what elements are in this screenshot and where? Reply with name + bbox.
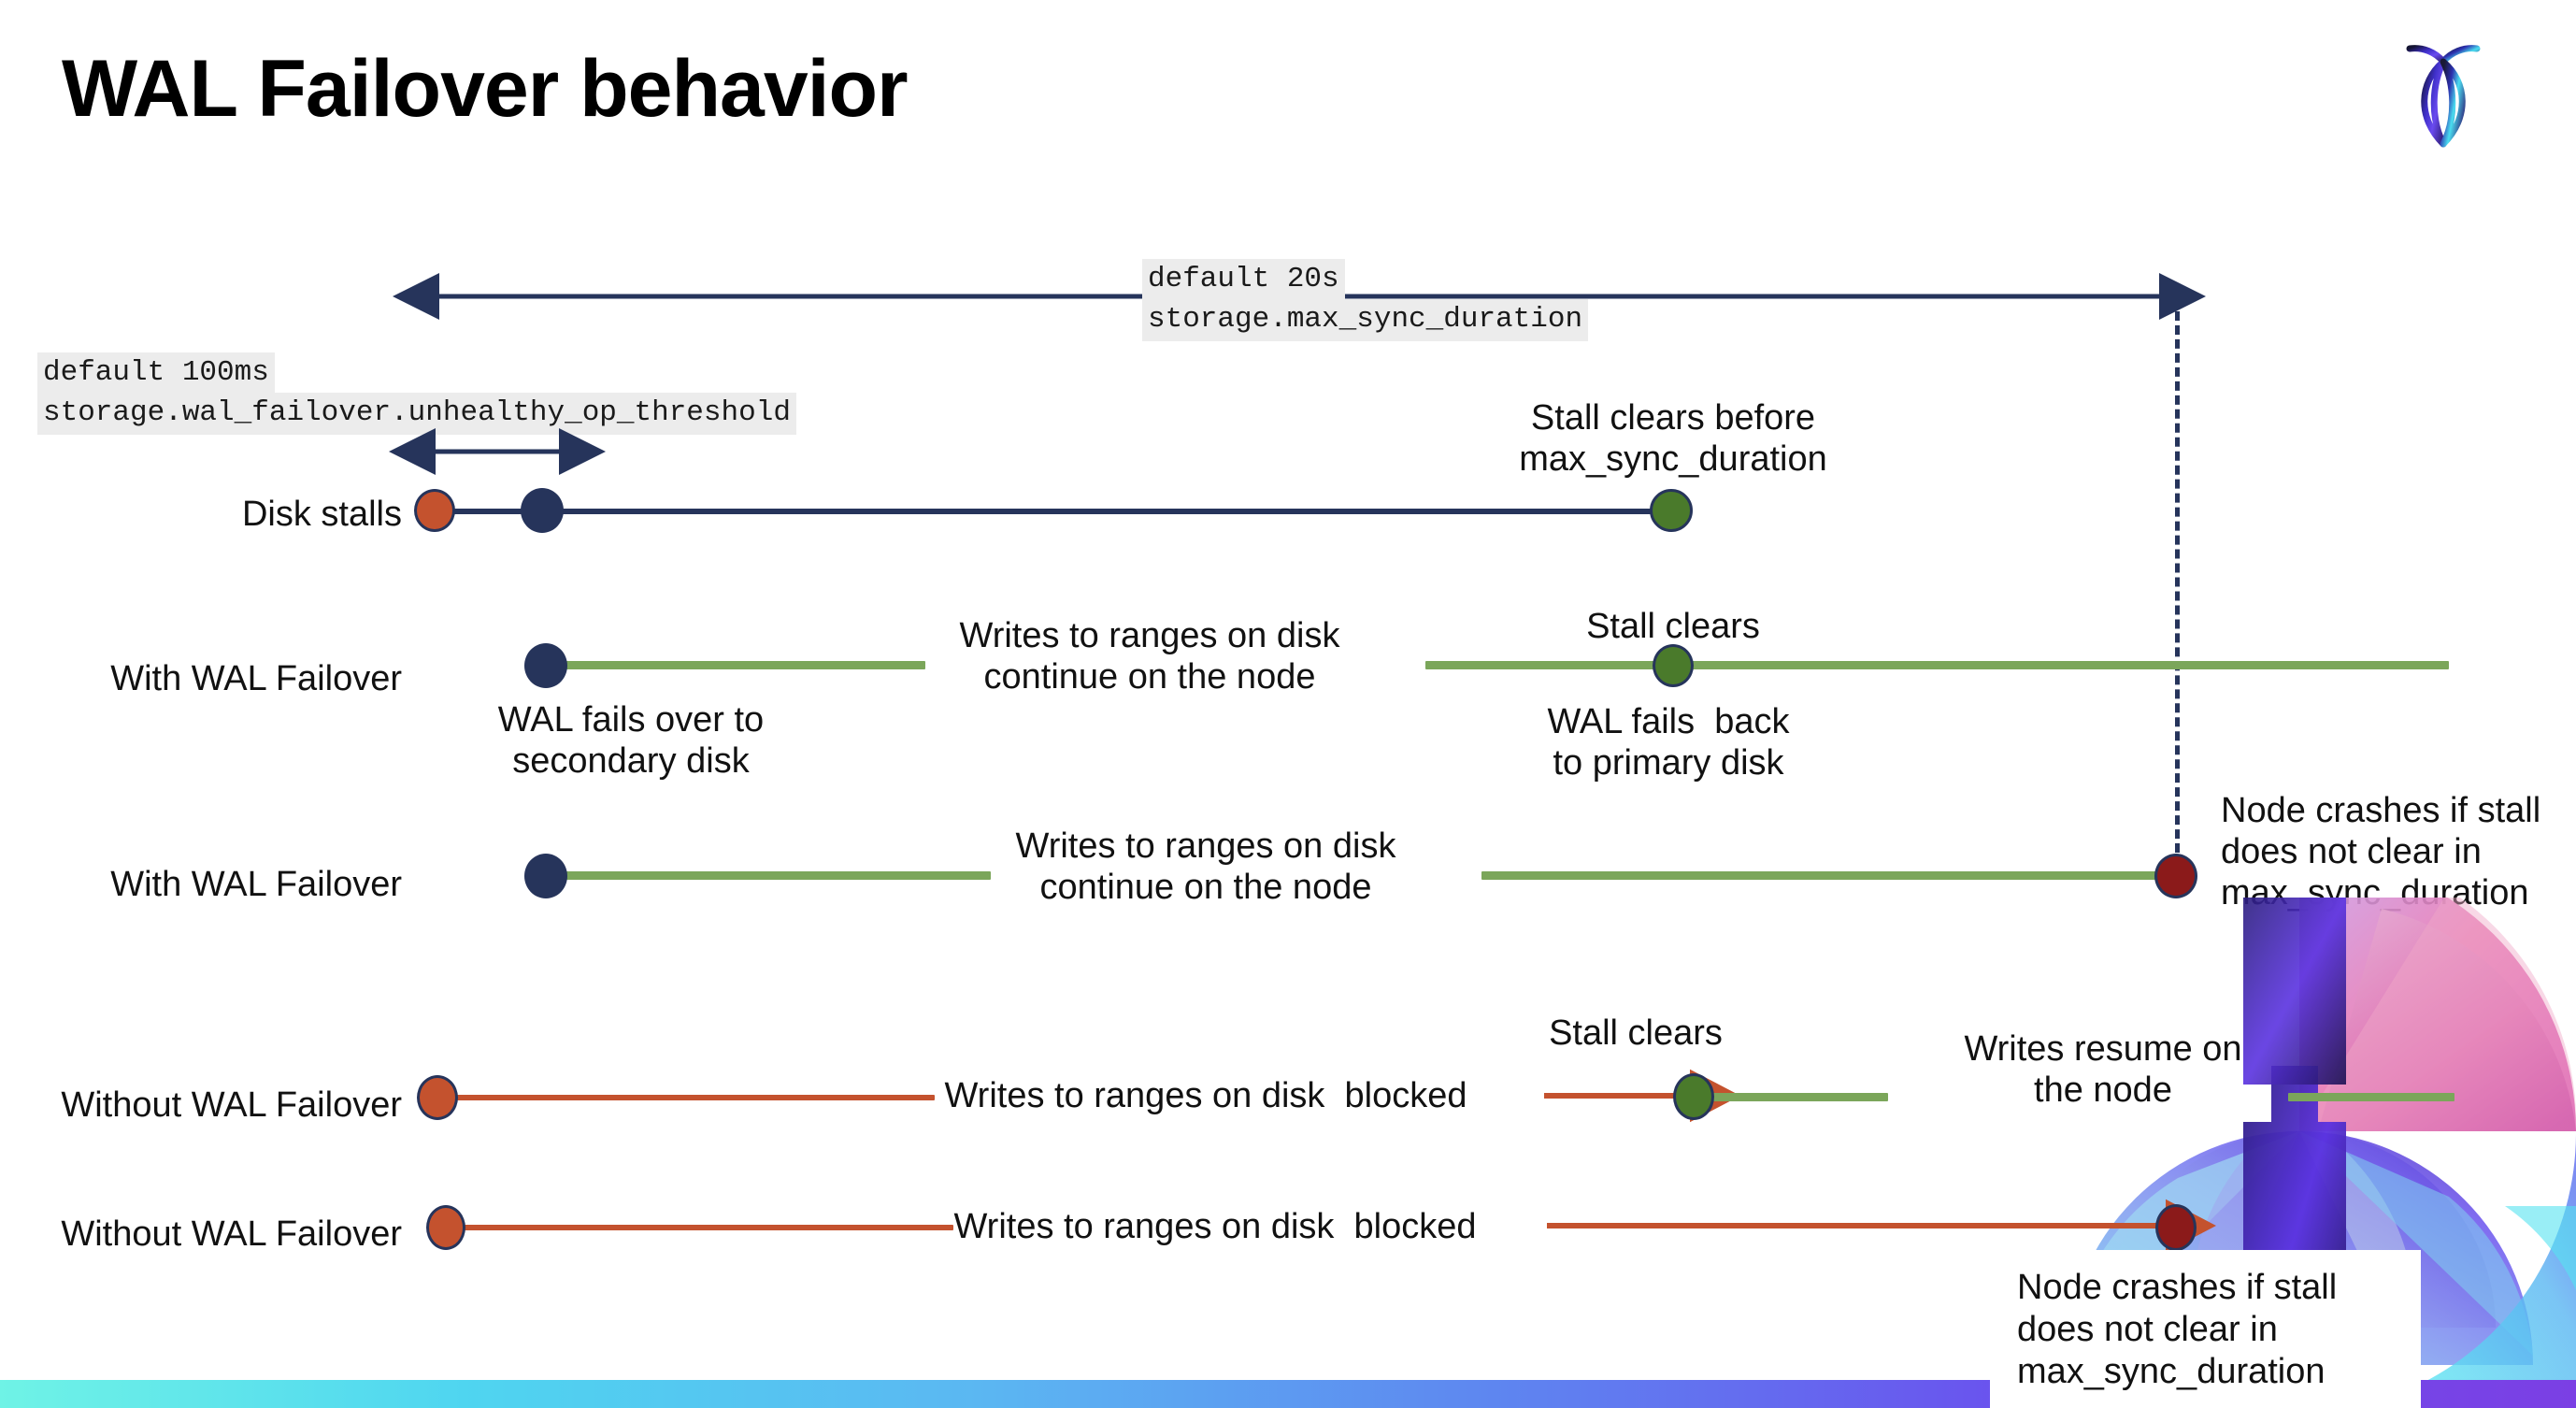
row-label-without-wal-failover-2: Without WAL Failover [61, 1214, 402, 1254]
page-title: WAL Failover behavior [62, 44, 909, 134]
node-crash-callout-box-row5 [1990, 1250, 2421, 1408]
max-sync-deadline-dashed-line [2175, 297, 2180, 881]
annotation-line-2: max_sync_duration [1519, 439, 1827, 480]
node-crash-arrow-row5 [1547, 1199, 2216, 1253]
annotation-line-1: Writes resume on [1964, 1029, 2242, 1069]
annotation-stall-clears-row2: Stall clears [1586, 607, 1760, 646]
wal-failover-green-segment-b-row2 [1425, 661, 2449, 669]
stall-clears-dot-row2 [1653, 644, 1694, 687]
annotation-line-1: Node crashes if stall [2017, 1268, 2338, 1307]
annotation-line-2: continue on the node [1039, 868, 1372, 908]
stall-clears-dot-row4 [1673, 1073, 1714, 1120]
wal-failover-green-segment-b-row3 [1481, 871, 2178, 880]
node-crash-dot-row3 [2154, 854, 2197, 898]
annotation-line-2: the node [2034, 1070, 2172, 1111]
unhealthy-op-setting-chip: storage.wal_failover.unhealthy_op_thresh… [37, 393, 796, 435]
stall-clears-dot-row1 [1650, 489, 1693, 532]
blocked-red-segment-a-row4 [437, 1095, 935, 1100]
annotation-line-1: WAL fails over to [497, 700, 765, 740]
stall-start-dot-row4 [417, 1075, 458, 1120]
cockroachdb-logo-icon [2382, 28, 2503, 159]
annotation-line-3: max_sync_duration [2221, 873, 2529, 913]
failover-dot-row2 [524, 643, 567, 688]
writes-resume-green-segment-row4 [1701, 1093, 1888, 1101]
wal-failover-green-segment-a-row3 [546, 871, 991, 880]
failover-dot-row3 [524, 854, 567, 898]
wal-failover-green-segment-a-row2 [546, 661, 925, 669]
node-crash-dot-row5 [2155, 1204, 2197, 1251]
annotation-line-2: to primary disk [1553, 743, 1784, 783]
annotation-line-1: Node crashes if stall [2221, 791, 2541, 830]
annotation-line-2: does not clear in [2017, 1310, 2278, 1350]
row-label-without-wal-failover-1: Without WAL Failover [61, 1085, 402, 1125]
writes-resume-green-segment-tail-row4 [2288, 1093, 2454, 1101]
annotation-stall-clears-row4: Stall clears [1549, 1013, 1723, 1053]
row-label-with-wal-failover-1: With WAL Failover [110, 659, 402, 698]
annotation-writes-blocked-row4: Writes to ranges on disk blocked [944, 1076, 1467, 1115]
annotation-line-1: Writes to ranges on disk [959, 616, 1340, 655]
failover-dot-row1 [521, 488, 564, 533]
stall-start-dot-row1 [414, 489, 455, 532]
row-label-disk-stalls: Disk stalls [241, 495, 402, 534]
stall-start-dot-row5 [426, 1205, 465, 1250]
annotation-line-1: Writes to ranges on disk [1015, 826, 1396, 866]
max-sync-setting-chip: storage.max_sync_duration [1142, 299, 1589, 341]
unhealthy-op-default-chip: default 100ms [37, 352, 275, 395]
row-label-with-wal-failover-2: With WAL Failover [110, 865, 402, 904]
blocked-red-segment-a-row5 [447, 1225, 953, 1230]
annotation-line-2: does not clear in [2221, 832, 2482, 872]
disk-stall-navy-segment [436, 509, 1675, 514]
max-sync-default-chip: default 20s [1142, 259, 1345, 301]
annotation-line-3: max_sync_duration [2017, 1352, 2326, 1392]
annotation-line-1: Stall clears before [1530, 398, 1816, 438]
annotation-line-2: secondary disk [512, 741, 750, 782]
annotation-line-1: WAL fails back [1547, 702, 1790, 741]
stall-clear-arrow-row4 [1544, 1069, 1740, 1123]
annotation-line-2: continue on the node [983, 657, 1316, 697]
annotation-writes-blocked-row5: Writes to ranges on disk blocked [953, 1207, 1477, 1246]
unhealthy-op-threshold-arrow [389, 428, 606, 475]
